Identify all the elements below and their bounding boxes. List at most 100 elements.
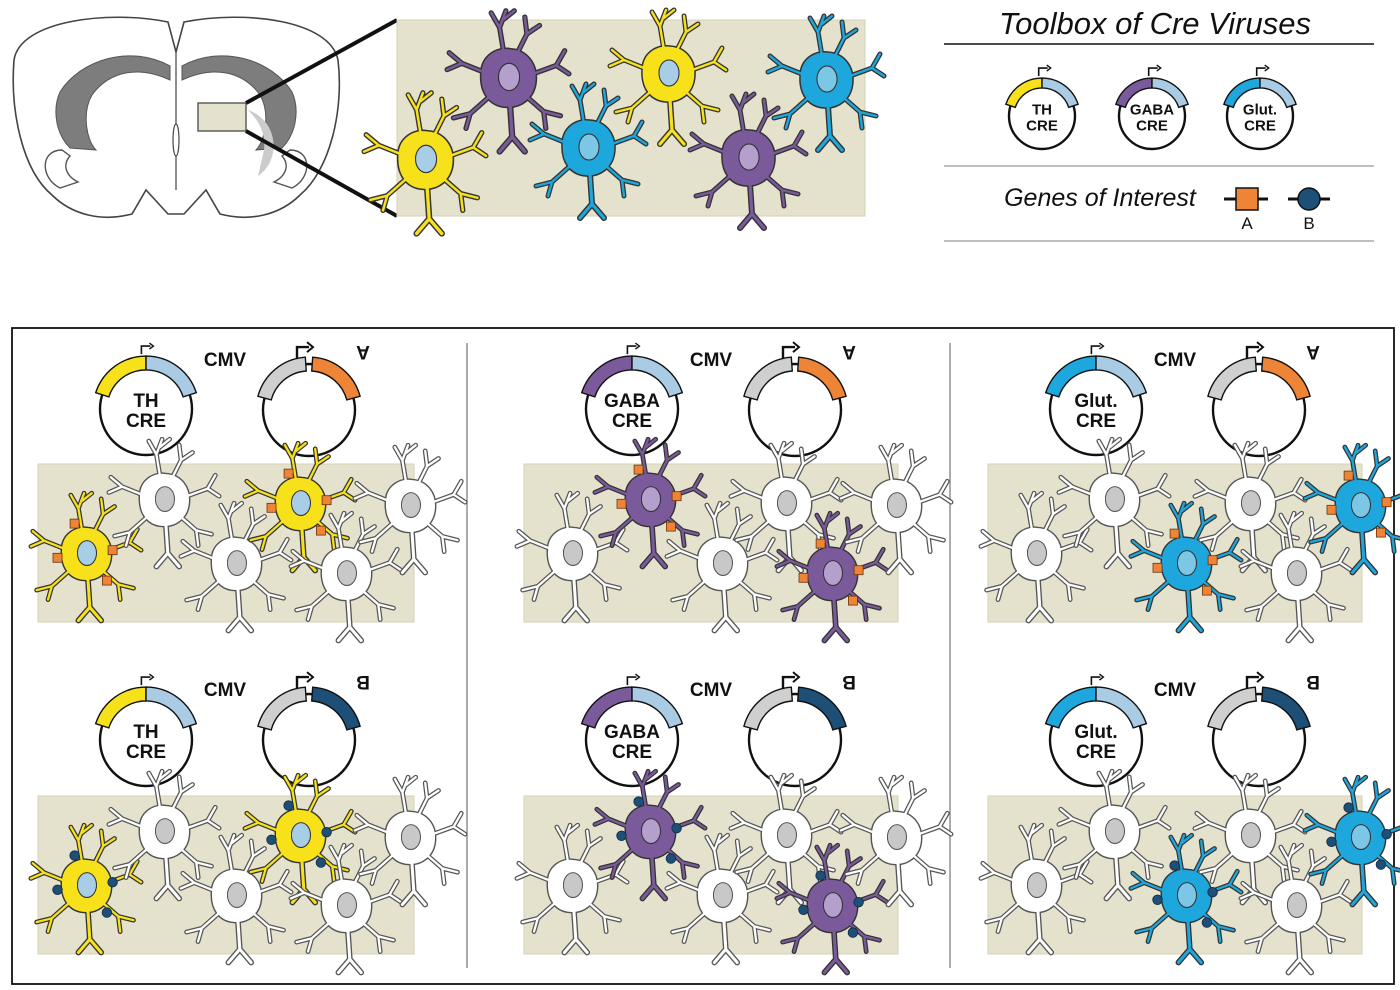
unlabeled-neuron xyxy=(1195,443,1305,570)
gene-label: A xyxy=(356,341,370,362)
gene-a-marker xyxy=(69,518,80,529)
virus-label-line1: Glut. xyxy=(1243,102,1277,119)
nucleus xyxy=(290,490,311,516)
unlabeled-neuron xyxy=(355,445,465,572)
expressing-neuron xyxy=(1305,777,1400,904)
cre-virus: Glut.CRE xyxy=(1044,673,1148,788)
gene-a-marker xyxy=(1376,527,1386,538)
nucleus xyxy=(226,882,247,908)
gene-b-marker xyxy=(1343,802,1354,813)
cmv-promoter-segment xyxy=(257,686,308,731)
cmv-promoter-segment xyxy=(1207,356,1258,401)
promoter-arrow-icon xyxy=(1037,67,1048,77)
gene-b-marker xyxy=(1381,829,1392,840)
nucleus xyxy=(400,492,421,518)
large-neuron-5 xyxy=(690,94,806,228)
nucleus xyxy=(816,65,838,93)
nucleus xyxy=(1350,824,1371,850)
gene-b-marker xyxy=(101,907,113,918)
nucleus xyxy=(776,822,797,848)
expressing-neuron xyxy=(1131,503,1241,630)
promoter-arrow-icon xyxy=(781,345,795,360)
unlabeled-neuron xyxy=(181,503,291,630)
nucleus xyxy=(76,540,97,566)
expressing-neuron xyxy=(31,825,141,952)
nucleus xyxy=(400,824,421,850)
virus-label-line2: CRE xyxy=(1076,411,1116,432)
gene-label: B xyxy=(1306,671,1320,692)
gene-a-marker xyxy=(1169,528,1180,539)
nucleus xyxy=(76,872,97,898)
brain-section xyxy=(12,16,398,219)
gene-a-marker xyxy=(102,575,112,586)
unlabeled-neuron xyxy=(1195,775,1305,902)
promoter-arrow-icon xyxy=(295,345,309,360)
unlabeled-neuron xyxy=(109,771,219,898)
nucleus xyxy=(1240,822,1261,848)
gene-a-marker xyxy=(666,521,676,532)
nucleus xyxy=(336,560,357,586)
gene-a-marker xyxy=(633,464,644,475)
gene-a-marker xyxy=(52,552,63,563)
large-neuron-6 xyxy=(768,16,884,150)
gene-label: A xyxy=(842,341,856,362)
gene-b-marker xyxy=(1152,894,1163,906)
nucleus xyxy=(712,882,733,908)
gene-a-marker xyxy=(1207,555,1218,566)
cre-segment xyxy=(1095,355,1148,398)
large-neuron-1 xyxy=(364,93,486,234)
unlabeled-neuron xyxy=(1059,771,1169,898)
gene-label: B xyxy=(842,671,856,692)
gene-b-marker xyxy=(1326,836,1337,848)
cmv-promoter-segment xyxy=(257,356,308,401)
region-of-interest xyxy=(197,102,247,132)
gene-a-marker xyxy=(1152,562,1163,573)
virus-label-line1: TH xyxy=(133,722,158,743)
gene-b-marker xyxy=(671,823,682,834)
nucleus xyxy=(640,486,661,512)
gene-b-marker xyxy=(1169,860,1180,871)
nucleus xyxy=(1104,486,1125,512)
cmv-label: CMV xyxy=(1154,680,1197,701)
expressing-neuron xyxy=(1131,835,1241,962)
cmv-promoter-segment xyxy=(743,686,794,731)
nucleus xyxy=(226,550,247,576)
unlabeled-neuron xyxy=(731,775,841,902)
unlabeled-neuron xyxy=(841,777,951,904)
virus-label-line2: CRE xyxy=(1244,117,1276,134)
gene-b-marker xyxy=(847,927,859,938)
gene-a-marker xyxy=(321,495,332,506)
expressing-neuron xyxy=(245,775,355,902)
toolbox-legend: Toolbox of Cre Viruses THCREGABACREGlut.… xyxy=(944,6,1374,242)
gene-segment xyxy=(796,686,847,731)
nucleus xyxy=(640,818,661,844)
expressing-neuron xyxy=(777,513,887,640)
nucleus xyxy=(822,560,843,586)
panel-3-gene-b: Glut.CRE CMV B xyxy=(981,671,1400,973)
nucleus xyxy=(1026,872,1047,898)
nucleus xyxy=(886,492,907,518)
gene-a-marker xyxy=(315,525,326,536)
gene-b-marker xyxy=(1201,917,1213,928)
promoter-arrow-icon xyxy=(1147,67,1158,77)
nucleus xyxy=(658,59,680,87)
promoter-arrow-icon xyxy=(295,675,309,690)
gene-label: B xyxy=(356,671,370,692)
toolbox-title: Toolbox of Cre Viruses xyxy=(999,6,1311,41)
unlabeled-neuron xyxy=(291,513,401,640)
promoter-arrow-icon xyxy=(1255,67,1266,77)
unlabeled-neuron xyxy=(1241,845,1351,972)
nucleus xyxy=(562,540,583,566)
unlabeled-neuron xyxy=(667,503,777,630)
large-neuron-2 xyxy=(447,11,569,152)
cre-segment xyxy=(1041,77,1079,109)
gene-a-marker xyxy=(616,498,627,509)
nucleus xyxy=(738,143,760,171)
gene-b-marker xyxy=(69,850,80,861)
